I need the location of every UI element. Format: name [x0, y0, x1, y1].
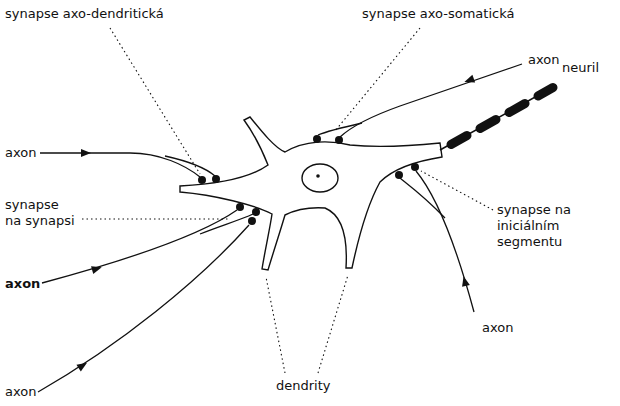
synaptic-knob: [198, 176, 206, 184]
axon-arrowhead: [91, 264, 103, 274]
myelin-sheath: [451, 88, 553, 145]
callout-label: axon: [5, 384, 36, 400]
label-anchor: synapse na synapsi: [5, 197, 77, 229]
callout-label: synapse axo-somatická: [362, 6, 514, 22]
leader-line: [266, 277, 285, 373]
callout-label: dendrity: [276, 378, 331, 394]
synaptic-knob: [395, 171, 403, 179]
label-anchor: axon: [5, 384, 36, 400]
leader-line: [335, 28, 420, 131]
neurite: [440, 86, 555, 150]
synaptic-knob: [236, 203, 244, 211]
callout-label: synapse axo-dendritická: [5, 6, 164, 22]
nucleus: [302, 164, 338, 192]
soma-outline: [180, 117, 442, 270]
label-anchor: axon: [482, 320, 513, 336]
label-anchor: synapse na iniciálním segmentu: [497, 202, 583, 250]
callout-label: axon: [5, 145, 36, 161]
myelin-segment: [509, 104, 525, 113]
callout-label: axon: [528, 52, 559, 68]
axon-line: [38, 225, 249, 392]
synaptic-knob: [313, 135, 321, 143]
axon-line: [416, 171, 474, 312]
label-anchor: axon: [5, 276, 40, 292]
synaptic-knob: [212, 175, 220, 183]
label-anchor: dendrity: [276, 378, 331, 394]
label-anchor: axon: [528, 52, 559, 68]
axon-line: [340, 64, 522, 137]
myelin-segment: [451, 136, 467, 145]
callout-label: synapse na synapsi: [5, 197, 77, 229]
label-anchor: synapse axo-somatická: [362, 6, 514, 22]
axon-branch: [400, 178, 445, 218]
axon-line: [40, 153, 200, 177]
synaptic-knob: [248, 217, 256, 225]
synaptic-knob: [335, 136, 343, 144]
leader-line: [318, 275, 348, 373]
synaptic-knobs: [198, 135, 419, 225]
myelin-segment: [480, 120, 496, 129]
axon-branch: [200, 214, 253, 234]
neurite-core: [440, 86, 555, 150]
axon-arrowhead: [76, 359, 89, 371]
leader-lines: [82, 28, 493, 373]
label-anchor: synapse axo-dendritická: [5, 6, 164, 22]
axon-arrowhead: [460, 275, 470, 287]
callout-label: axon: [5, 276, 40, 292]
label-anchor: axon: [5, 145, 36, 161]
leader-line: [82, 218, 230, 219]
callout-label: synapse na iniciálním segmentu: [497, 202, 583, 250]
axon-arrowhead: [81, 149, 91, 157]
neuron-body: [180, 117, 442, 270]
synaptic-knob: [252, 208, 260, 216]
axon-branch: [318, 123, 362, 135]
axon-arrowhead: [463, 75, 475, 86]
axons: [38, 64, 522, 392]
callout-label: axon: [482, 320, 513, 336]
label-anchor: neuril: [562, 60, 599, 76]
myelin-segment: [538, 88, 553, 97]
leader-line: [110, 28, 200, 174]
leader-line: [421, 171, 493, 210]
nucleolus: [316, 174, 320, 178]
callout-label: neuril: [562, 60, 599, 76]
axon-arrows: [76, 75, 475, 372]
synaptic-knob: [411, 163, 419, 171]
axon-branch: [165, 156, 215, 176]
